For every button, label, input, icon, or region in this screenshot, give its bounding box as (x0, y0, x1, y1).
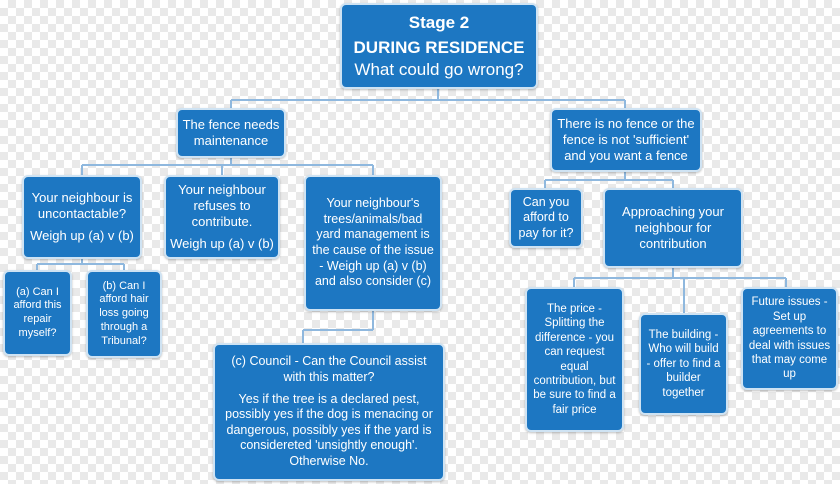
future-text: Future issues - Set up agreements to dea… (748, 296, 831, 381)
stage2-title: Stage 2 (408, 13, 470, 33)
afford-text: Can you afford to pay for it? (518, 194, 574, 240)
future-box: Future issues - Set up agreements to dea… (741, 287, 838, 390)
no-fence-box: There is no fence or the fence is not 's… (550, 108, 702, 172)
fence-needs-maintenance-text: The fence needs maintenance (182, 116, 280, 148)
option-a-text: (a) Can I afford this repair myself? (13, 285, 62, 339)
building-box: The building - Who will build - offer to… (639, 313, 728, 415)
no-fence-text: There is no fence or the fence is not 's… (557, 115, 695, 164)
connector-approach (573, 268, 787, 313)
neighbour-trees-box: Your neighbour's trees/animals/bad yard … (304, 175, 442, 311)
council-box: (c) Council - Can the Council assist wit… (213, 343, 445, 481)
option-b-box: (b) Can I afford hair loss going through… (86, 270, 162, 358)
price-text: The price - Splitting the difference - y… (533, 303, 616, 416)
stage2-box: Stage 2 DURING RESIDENCE What could go w… (340, 3, 538, 89)
option-a-box: (a) Can I afford this repair myself? (3, 270, 72, 356)
afford-box: Can you afford to pay for it? (509, 188, 583, 248)
uncontactable-weigh: Weigh up (a) v (b) (30, 228, 134, 244)
connector-uncontactable (36, 258, 125, 270)
refuses-weigh: Weigh up (a) v (b) (170, 236, 274, 252)
connector-stage2-level1 (230, 88, 626, 110)
fence-needs-maintenance-box: The fence needs maintenance (176, 108, 286, 158)
approach-box: Approaching your neighbour for contribut… (603, 188, 743, 268)
approach-text: Approaching your neighbour for contribut… (622, 203, 724, 252)
connector-fence-needs (81, 157, 374, 175)
neighbour-trees-text: Your neighbour's trees/animals/bad yard … (312, 196, 434, 289)
stage2-question: What could go wrong? (354, 59, 524, 79)
uncontactable-box: Your neighbour is uncontactable? Weigh u… (22, 175, 142, 259)
refuses-text: Your neighbour refuses to contribute. (178, 181, 266, 230)
council-body: Yes if the tree is a declared pest, poss… (225, 391, 433, 469)
uncontactable-text: Your neighbour is uncontactable? (31, 189, 133, 221)
stage2-subtitle: DURING RESIDENCE (353, 38, 525, 58)
connector-neighbour-trees (302, 310, 374, 344)
council-title: (c) Council - Can the Council assist wit… (231, 354, 427, 384)
connector-no-fence (544, 170, 674, 188)
refuses-box: Your neighbour refuses to contribute. We… (164, 175, 280, 259)
building-text: The building - Who will build - offer to… (646, 329, 721, 399)
option-b-text: (b) Can I afford hair loss going through… (99, 279, 149, 347)
price-box: The price - Splitting the difference - y… (525, 287, 624, 432)
